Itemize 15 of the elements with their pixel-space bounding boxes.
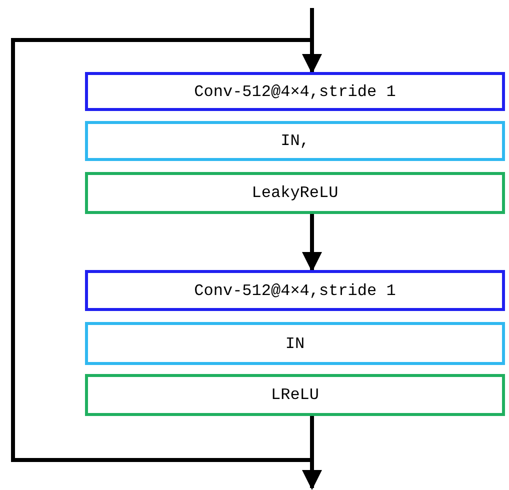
arrow: [302, 214, 322, 272]
layer-box: [85, 172, 505, 214]
layer-label: Conv-512@4×4,stride 1: [194, 82, 396, 100]
layer-label: LReLU: [270, 386, 319, 404]
layer-label: Conv-512@4×4,stride 1: [194, 282, 396, 300]
layer-box: [85, 121, 505, 161]
arrow: [302, 8, 322, 74]
layer-box: [85, 270, 505, 311]
layer-box: [85, 322, 505, 365]
layer-box: [85, 72, 505, 111]
layer-label: IN,: [280, 132, 310, 150]
arrow: [302, 416, 322, 490]
layer-box: [85, 374, 505, 416]
layer-label: IN: [285, 334, 305, 352]
layer-label: LeakyReLU: [252, 184, 338, 202]
